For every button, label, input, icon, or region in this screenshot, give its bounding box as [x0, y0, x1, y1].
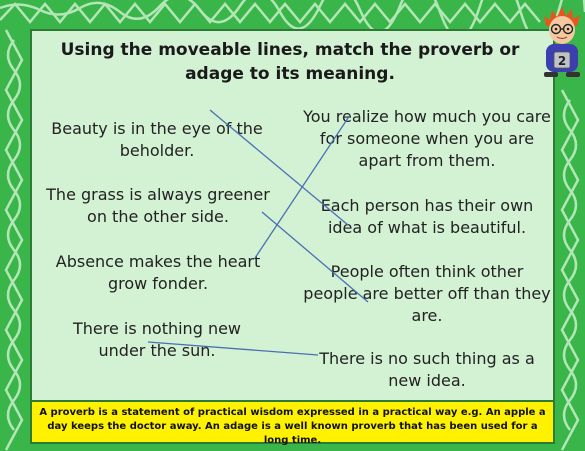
definition-footer: A proverb is a statement of practical wi… — [30, 400, 555, 446]
student-avatar-icon: 2 — [544, 7, 580, 77]
avatar-badge: 2 — [558, 54, 566, 68]
meaning-beautiful: Each person has their own idea of what i… — [320, 196, 534, 237]
meaning-no-new-idea: There is no such thing as a new idea. — [319, 349, 535, 390]
proverb-beauty: Beauty is in the eye of the beholder. — [51, 119, 263, 160]
proverb-grass: The grass is always greener on the other… — [46, 185, 270, 226]
page-title: Using the moveable lines, match the prov… — [60, 40, 520, 84]
meaning-better-off: People often think other people are bett… — [303, 262, 551, 325]
proverb-nothing-new: There is nothing new under the sun. — [72, 319, 242, 360]
meaning-apart: You realize how much you care for someon… — [303, 107, 551, 170]
proverb-absence: Absence makes the heart grow fonder. — [55, 252, 261, 293]
